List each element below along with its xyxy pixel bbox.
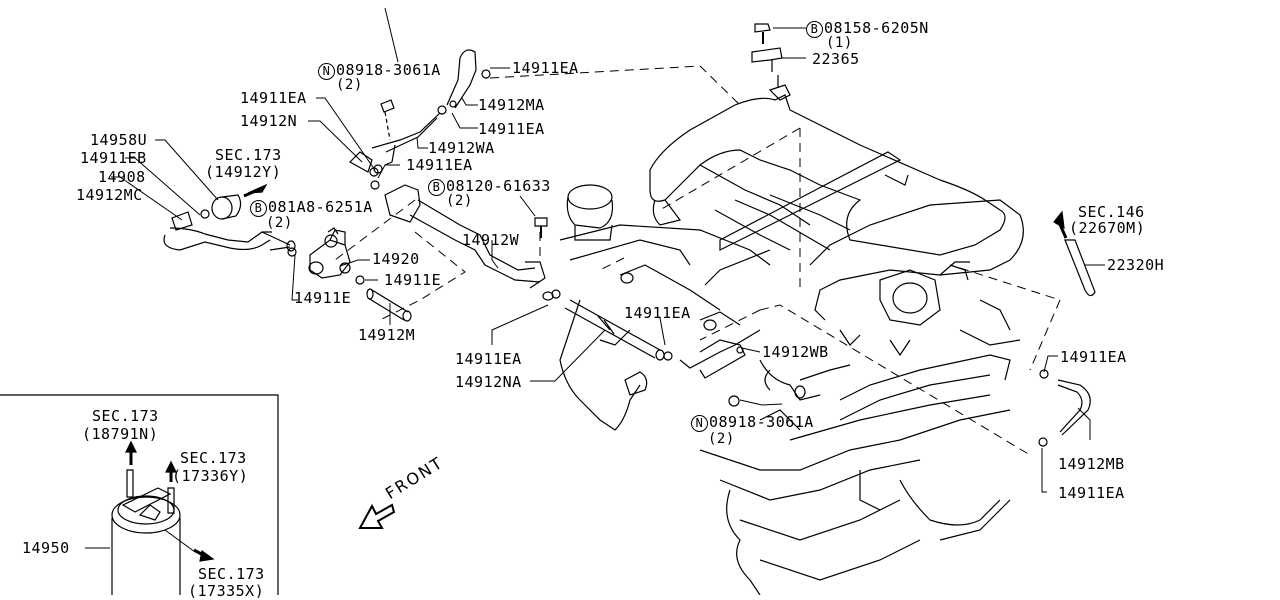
label-inset-sec173-18791N-section[interactable]: SEC.173 <box>92 407 159 425</box>
label-sec146-ref-22670M[interactable]: (22670M) <box>1069 219 1146 237</box>
label-bolt-081A8-qty: (2) <box>266 215 293 231</box>
inset-arrows <box>126 442 213 561</box>
engine-block <box>560 225 1020 595</box>
label-sec146-section[interactable]: SEC.146 <box>1078 203 1145 221</box>
label-clamp-14911E-right: 14911E <box>384 271 442 289</box>
tube-14912WB <box>680 330 760 406</box>
label-part-14958U: 14958U <box>90 131 148 149</box>
label-hose-14912MA: 14912MA <box>478 96 545 114</box>
label-sec173-section[interactable]: SEC.173 <box>215 146 282 164</box>
label-inset-sec173-18791N-ref[interactable]: (18791N) <box>82 425 159 443</box>
label-clamp-14911EA-ma: 14911EA <box>478 120 545 138</box>
hose-14912MA <box>447 50 490 108</box>
label-clamp-14911EA-left-lower: 14911EA <box>455 350 522 368</box>
inset-box <box>0 395 278 595</box>
oil-filler-cap <box>567 185 612 240</box>
hose-14912MB <box>1039 370 1090 446</box>
bolt-08120-61633 <box>535 218 547 238</box>
label-part-14908: 14908 <box>98 168 146 186</box>
label-sec173-ref-14912Y[interactable]: (14912Y) <box>205 163 282 181</box>
label-canister-14950: 14950 <box>22 539 70 557</box>
label-sensor-22365: 22365 <box>812 50 860 68</box>
label-clamp-14911EA-right-upper: 14911EA <box>1060 348 1127 366</box>
label-valve-14920: 14920 <box>372 250 420 268</box>
label-tube-14912W: 14912W <box>462 231 520 249</box>
label-bolt-08120-qty: (2) <box>446 193 473 209</box>
arrow-sec173-14912Y <box>244 185 266 196</box>
intake-manifold <box>650 75 1023 325</box>
front-direction-arrow <box>360 505 394 528</box>
clamp-14911EA-mid <box>552 290 672 360</box>
label-nut-08918-bottom-qty: (2) <box>708 431 735 447</box>
label-hose-14912MB: 14912MB <box>1058 455 1125 473</box>
leader-lines <box>75 8 1105 492</box>
hose-14912MC <box>164 228 295 251</box>
label-inset-sec173-17335X-ref[interactable]: (17335X) <box>188 582 265 600</box>
label-clamp-14911EA-wa-low: 14911EA <box>406 156 473 174</box>
label-clamp-14911EA-mid: 14911EA <box>624 304 691 322</box>
label-inset-sec173-17336Y-ref[interactable]: (17336Y) <box>172 467 249 485</box>
reference-lines <box>335 66 1060 455</box>
tube-14912WA <box>372 106 446 165</box>
label-inset-sec173-17335X-section[interactable]: SEC.173 <box>198 565 265 583</box>
sensor-22365 <box>752 48 782 72</box>
label-clamp-14911EA-left-upper: 14911EA <box>240 89 307 107</box>
label-nut-08918-top-qty: (2) <box>336 77 363 93</box>
nut-08918-top <box>381 100 394 140</box>
hose-14912M <box>367 289 411 321</box>
label-bolt-08158-qty: (1) <box>826 35 853 51</box>
label-clamp-14911EA-top: 14911EA <box>512 59 579 77</box>
label-hose-14912N: 14912N <box>240 112 298 130</box>
part-14958U <box>201 195 241 219</box>
valve-14920 <box>309 228 350 278</box>
label-hose-22320H: 22320H <box>1107 256 1165 274</box>
label-hose-14912NA: 14912NA <box>455 373 522 391</box>
label-tube-14912WA: 14912WA <box>428 139 495 157</box>
clamp-14911E <box>288 248 364 284</box>
label-hose-14912MC: 14912MC <box>76 186 143 204</box>
part-14908 <box>172 212 192 230</box>
canister-14950 <box>85 470 195 595</box>
label-hose-14912M: 14912M <box>358 326 416 344</box>
label-inset-sec173-17336Y-section[interactable]: SEC.173 <box>180 449 247 467</box>
label-clamp-14911EB: 14911EB <box>80 149 147 167</box>
label-clamp-14911EA-right-lower: 14911EA <box>1058 484 1125 502</box>
label-clamp-14911E-left: 14911E <box>294 289 352 307</box>
label-tube-14912WB: 14912WB <box>762 343 829 361</box>
bolt-08158-6205N <box>755 24 770 44</box>
hose-22320H <box>1054 212 1095 296</box>
